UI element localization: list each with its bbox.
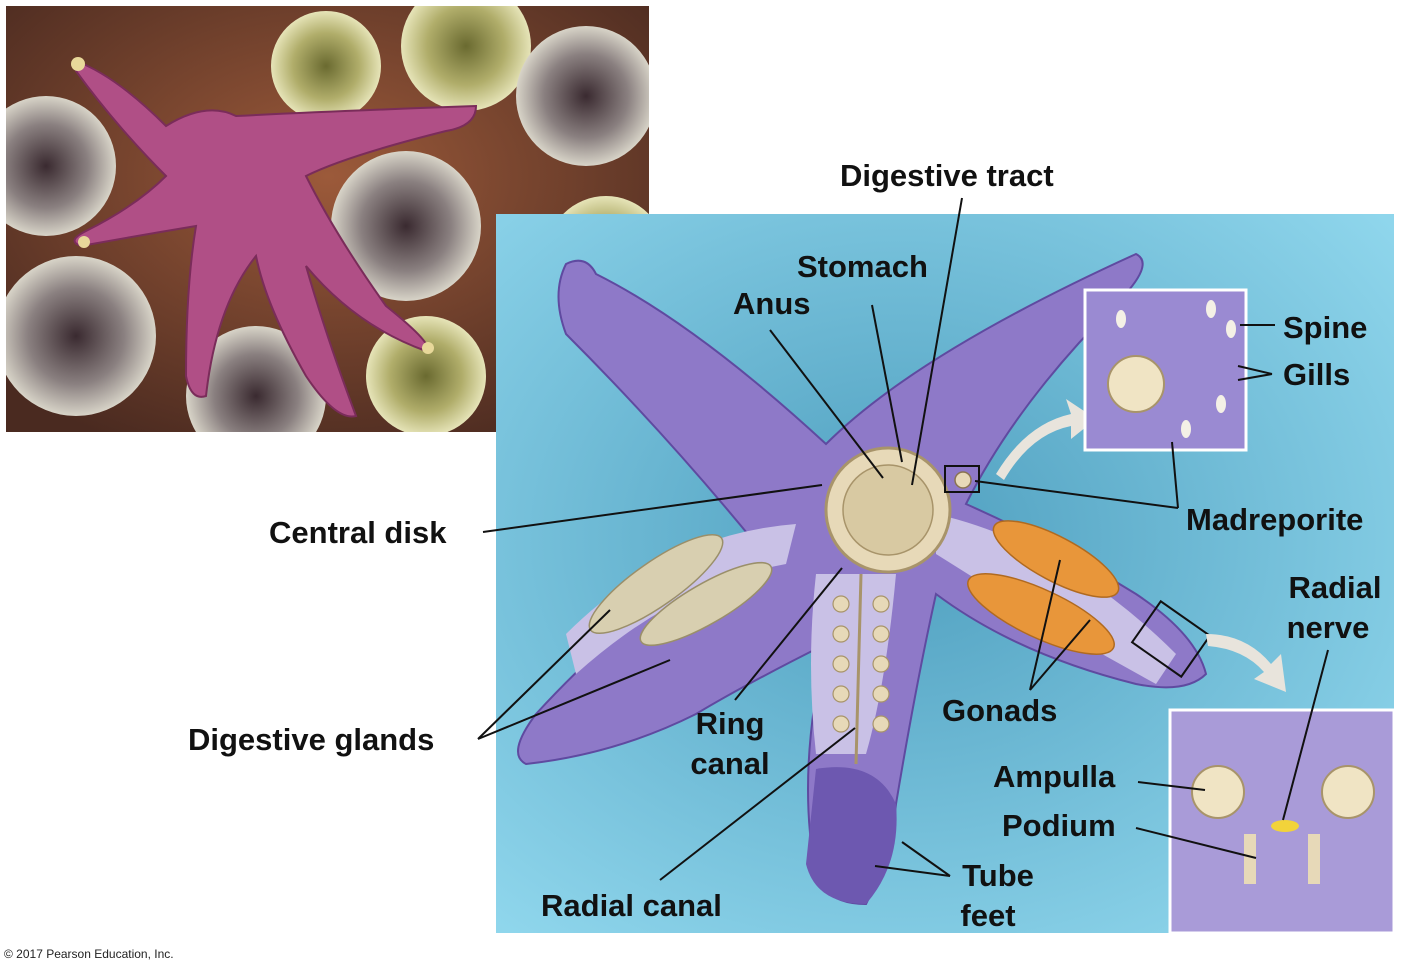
label-spine: Spine <box>1283 310 1368 345</box>
sea-urchin <box>401 6 531 111</box>
radial-nerve-inset <box>1168 708 1394 933</box>
label-digestive-glands: Digestive glands <box>188 722 435 757</box>
label-ampulla: Ampulla <box>993 759 1116 794</box>
label-radial-nerve-line1: Radial <box>1288 570 1382 605</box>
label-gills: Gills <box>1283 357 1351 392</box>
label-gonads: Gonads <box>942 693 1058 728</box>
label-stomach: Stomach <box>797 249 928 284</box>
label-digestive-tract: Digestive tract <box>840 158 1054 193</box>
label-tube-feet-line1: Tube <box>962 858 1034 893</box>
madreporite-inset <box>1083 288 1248 452</box>
label-anus: Anus <box>733 286 811 321</box>
copyright-notice: © 2017 Pearson Education, Inc. <box>4 947 174 961</box>
callout-arrow <box>996 399 1096 480</box>
anatomy-diagram <box>496 214 1394 933</box>
madreporite-shape <box>954 471 972 489</box>
sea-urchin <box>6 256 156 416</box>
label-podium: Podium <box>1002 808 1116 843</box>
sea-urchin <box>331 151 481 301</box>
label-radial-nerve-line2: nerve <box>1286 610 1370 645</box>
sea-urchin <box>366 316 486 432</box>
label-ring-canal-line2: canal <box>690 746 770 781</box>
label-madreporite: Madreporite <box>1186 502 1364 537</box>
label-radial-canal: Radial canal <box>541 888 722 923</box>
sea-urchin <box>271 11 381 121</box>
sea-urchin <box>186 326 326 432</box>
label-ring-canal-line1: Ring <box>695 706 765 741</box>
callout-arrow <box>1206 634 1286 692</box>
photo-sea-star <box>73 59 478 418</box>
label-central-disk: Central disk <box>269 515 447 550</box>
sea-urchin <box>6 96 116 236</box>
sea-urchin <box>516 26 649 166</box>
label-tube-feet-line2: feet <box>960 898 1016 933</box>
